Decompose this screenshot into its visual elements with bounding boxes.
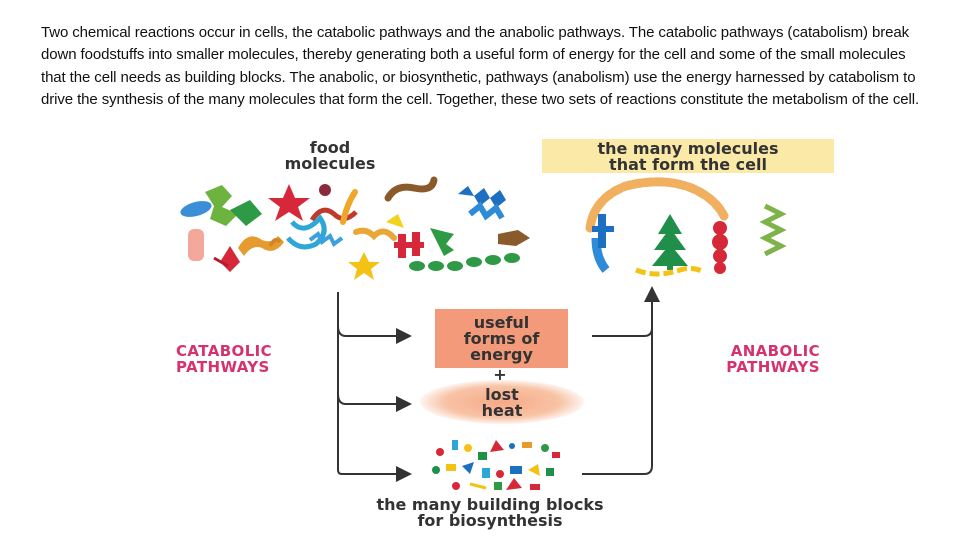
heat-arrow [337,393,412,412]
cell-molecules-label: the many molecules that form the cell [542,139,834,173]
anabolic-pathways-label: ANABOLIC PATHWAYS [726,342,820,376]
building-blocks-illustration [432,440,560,490]
building-blocks-label: the many building blocks for biosynthesi… [376,495,604,530]
intro-text: Two chemical reactions occur in cells, t… [41,24,920,109]
heat-glow [420,380,584,424]
anabolic-energy-arrow [592,286,660,337]
useful-energy-box: useful forms of energy [435,309,568,368]
catabolic-main-arrow [337,292,412,482]
catabolic-pathways-label: CATABOLIC PATHWAYS [176,342,273,376]
pathway-arrows [337,286,660,482]
intro-paragraph: Two chemical reactions occur in cells, t… [41,22,921,112]
anabolic-building-arrow [582,328,653,475]
cell-molecules-illustration [585,177,787,277]
lost-heat-label: lost heat [481,385,523,420]
food-molecules-illustration [180,176,530,280]
food-molecules-label: food molecules [284,138,376,173]
energy-arrow [337,325,412,344]
plus-sign: + [493,365,507,384]
